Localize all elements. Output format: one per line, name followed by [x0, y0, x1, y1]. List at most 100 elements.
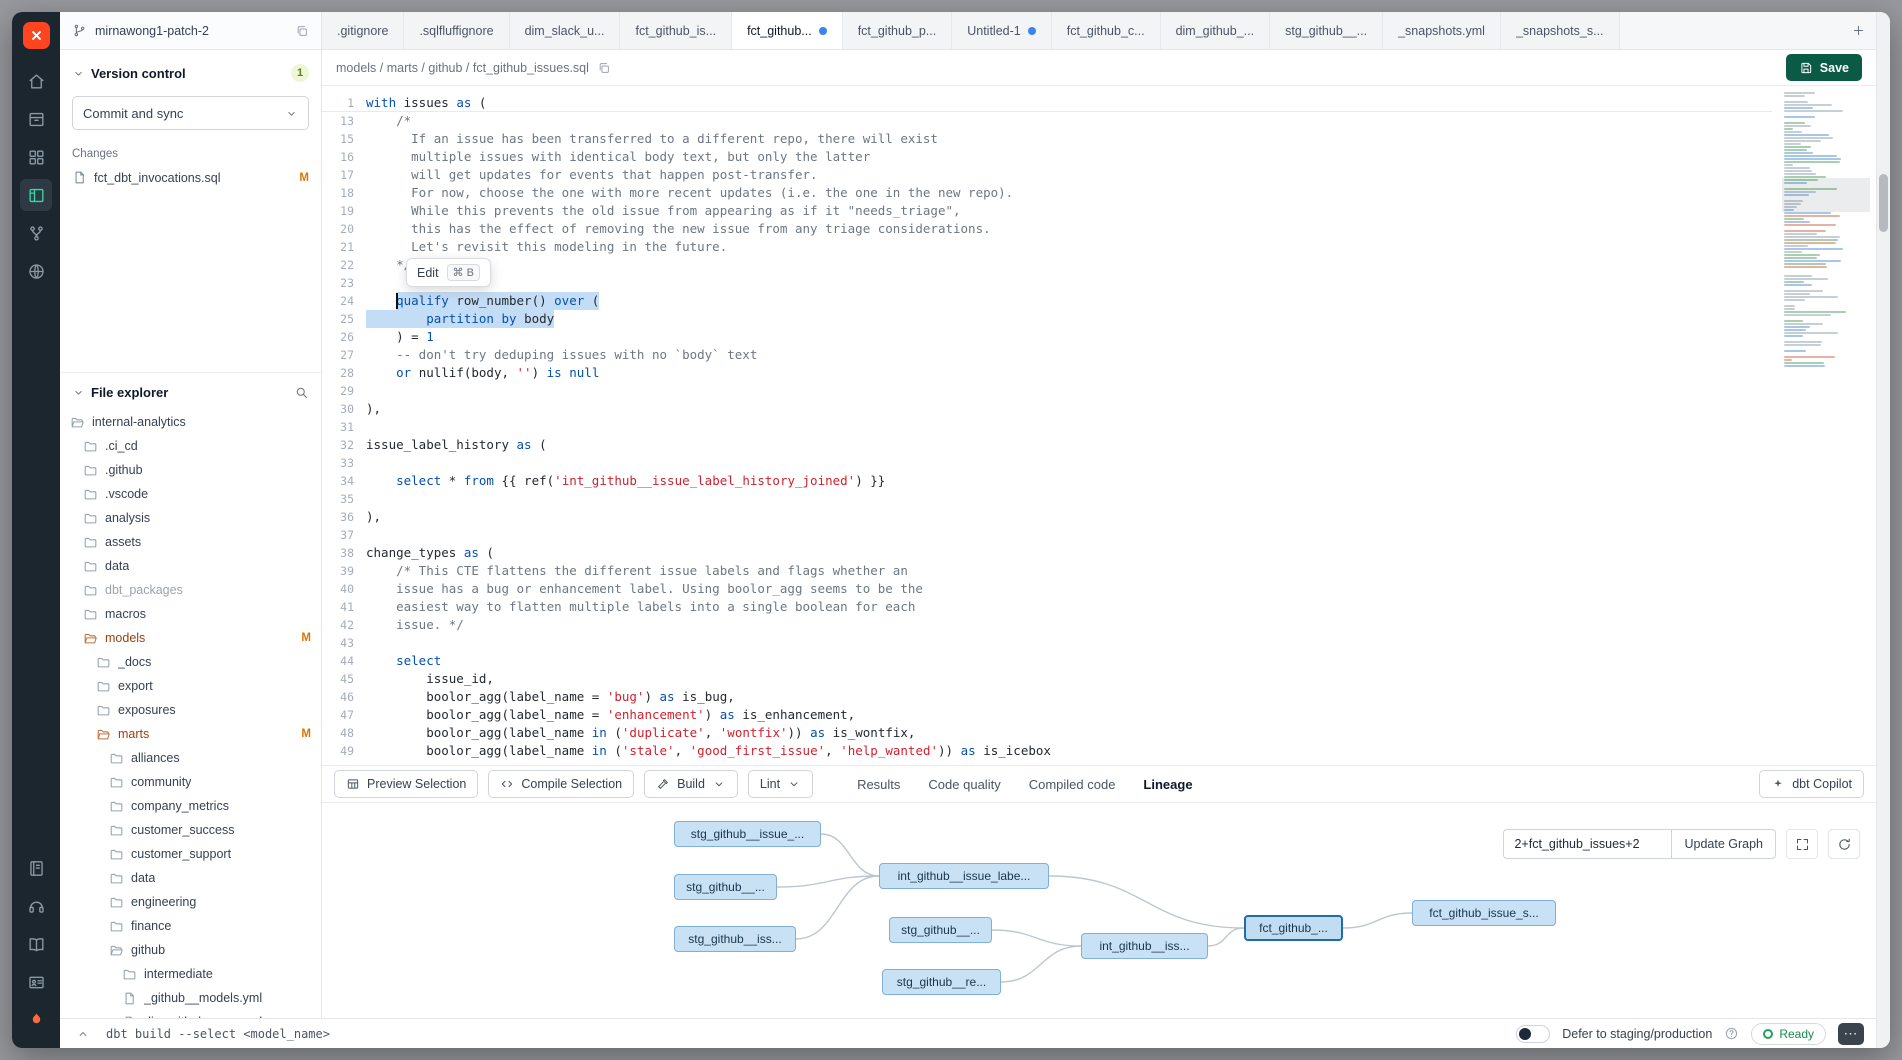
line-content[interactable]: with issues as (	[366, 95, 487, 110]
code-line-22[interactable]: 22 */	[322, 256, 1772, 274]
minimap[interactable]	[1782, 92, 1870, 759]
line-content[interactable]: select * from {{ ref('int_github__issue_…	[396, 473, 886, 488]
line-content[interactable]: qualify row_number() over (	[396, 292, 600, 310]
panel-tab-code-quality[interactable]: Code quality	[928, 776, 1001, 792]
code-line-35[interactable]: 35	[322, 490, 1772, 508]
code-line-40[interactable]: 40 issue has a bug or enhancement label.…	[322, 580, 1772, 598]
tree-item-github[interactable]: .github	[60, 458, 321, 482]
code-line-46[interactable]: 46 boolor_agg(label_name = 'bug') as is_…	[322, 688, 1772, 706]
line-content[interactable]: ) = 1	[366, 329, 434, 344]
dbt-copilot-button[interactable]: dbt Copilot	[1759, 770, 1864, 798]
tree-item-dbt-packages[interactable]: dbt_packages	[60, 578, 321, 602]
code-line-36[interactable]: 36),	[322, 508, 1772, 526]
lineage-node-fct-github-issue-s[interactable]: fct_github_issue_s...	[1412, 900, 1556, 926]
code-line-16[interactable]: 16 multiple issues with identical body t…	[322, 148, 1772, 166]
line-content[interactable]: boolor_agg(label_name in ('stale', 'good…	[366, 743, 1051, 758]
code-line-44[interactable]: 44 select	[322, 652, 1772, 670]
tree-item-dim-github-users-sql[interactable]: dim_github_users.sql	[60, 1010, 321, 1018]
code-line-29[interactable]: 29	[322, 382, 1772, 400]
lineage-node-stg-github[interactable]: stg_github__...	[889, 917, 992, 943]
build-button[interactable]: Build	[644, 770, 738, 798]
editor-tab-sqlfluffignore[interactable]: .sqlfluffignore	[404, 12, 510, 49]
editor-tab-dim-slack-u[interactable]: dim_slack_u...	[509, 12, 621, 49]
line-content[interactable]: issue. */	[366, 617, 464, 632]
line-content[interactable]: select	[396, 653, 442, 668]
code-line-41[interactable]: 41 easiest way to flatten multiple label…	[322, 598, 1772, 616]
chevron-down-icon[interactable]	[72, 67, 85, 80]
expand-command-bar-button[interactable]	[72, 1024, 94, 1044]
code-line-43[interactable]: 43	[322, 634, 1772, 652]
line-content[interactable]: While this prevents the old issue from a…	[366, 203, 961, 218]
chevron-down-icon[interactable]	[72, 386, 85, 399]
fullscreen-button[interactable]	[1786, 829, 1818, 859]
lint-button[interactable]: Lint	[747, 770, 814, 798]
line-content[interactable]: boolor_agg(label_name = 'bug') as is_bug…	[366, 689, 735, 704]
line-content[interactable]: */	[366, 257, 412, 272]
code-line-30[interactable]: 30),	[322, 400, 1772, 418]
overflow-menu-button[interactable]: ⋯	[1838, 1022, 1864, 1045]
code-line-49[interactable]: 49 boolor_agg(label_name in ('stale', 'g…	[322, 742, 1772, 760]
edit-menu-item[interactable]: Edit	[417, 265, 439, 280]
copy-path-icon[interactable]	[597, 61, 611, 75]
code-editor-icon[interactable]	[20, 179, 52, 211]
tree-item-customer-support[interactable]: customer_support	[60, 842, 321, 866]
save-button[interactable]: Save	[1785, 54, 1862, 81]
code-line-20[interactable]: 20 this has the effect of removing the n…	[322, 220, 1772, 238]
new-tab-button[interactable]	[1840, 12, 1876, 49]
preview-selection-button[interactable]: Preview Selection	[334, 770, 479, 798]
code-line-37[interactable]: 37	[322, 526, 1772, 544]
changelog-icon[interactable]	[20, 852, 52, 884]
line-content[interactable]: /* This CTE flattens the different issue…	[366, 563, 908, 578]
dbt-cloud-logo-icon[interactable]	[22, 22, 50, 49]
code-line-21[interactable]: 21 Let's revisit this modeling in the fu…	[322, 238, 1772, 256]
code-line-33[interactable]: 33	[322, 454, 1772, 472]
tree-item-company-metrics[interactable]: company_metrics	[60, 794, 321, 818]
line-content[interactable]: ),	[366, 401, 382, 416]
line-content[interactable]: Let's revisit this modeling in the futur…	[366, 239, 728, 254]
editor-tab-untitled-1[interactable]: Untitled-1	[952, 12, 1052, 49]
explore-icon[interactable]	[20, 255, 52, 287]
defer-toggle[interactable]	[1516, 1024, 1551, 1043]
code-line-24[interactable]: 24 qualify row_number() over (	[322, 292, 1772, 310]
line-content[interactable]: boolor_agg(label_name = 'enhancement') a…	[366, 707, 856, 722]
code-line-48[interactable]: 48 boolor_agg(label_name in ('duplicate'…	[322, 724, 1772, 742]
environments-icon[interactable]	[20, 103, 52, 135]
code-line-45[interactable]: 45 issue_id,	[322, 670, 1772, 688]
edit-context-popup[interactable]: Edit ⌘ B	[406, 258, 491, 287]
copy-branch-icon[interactable]	[295, 24, 309, 38]
tree-item-finance[interactable]: finance	[60, 914, 321, 938]
tree-item-community[interactable]: community	[60, 770, 321, 794]
tree-item-exposures[interactable]: exposures	[60, 698, 321, 722]
tree-item-github[interactable]: github	[60, 938, 321, 962]
tree-item-intermediate[interactable]: intermediate	[60, 962, 321, 986]
changed-file-row[interactable]: fct_dbt_invocations.sql M	[72, 170, 309, 185]
scrollbar-thumb[interactable]	[1879, 174, 1888, 232]
line-content[interactable]: /*	[366, 113, 412, 128]
line-content[interactable]: multiple issues with identical body text…	[366, 149, 871, 164]
line-content[interactable]: If an issue has been transferred to a di…	[366, 131, 938, 146]
window-scrollbar[interactable]	[1876, 12, 1890, 1048]
line-content[interactable]: partition by body	[366, 310, 554, 328]
code-line-25[interactable]: 25 partition by body	[322, 310, 1772, 328]
dbt-flame-icon[interactable]	[20, 1004, 52, 1036]
line-content[interactable]: -- don't try deduping issues with no `bo…	[396, 347, 758, 362]
lineage-node-stg-github-issue[interactable]: stg_github__issue_...	[674, 821, 821, 847]
editor-tab-fct-github-c[interactable]: fct_github_c...	[1051, 12, 1161, 49]
tree-item-alliances[interactable]: alliances	[60, 746, 321, 770]
line-content[interactable]: issue_label_history as (	[366, 437, 547, 452]
line-content[interactable]: ),	[366, 509, 382, 524]
code-line-23[interactable]: 23	[322, 274, 1772, 292]
tree-item-assets[interactable]: assets	[60, 530, 321, 554]
lineage-selector-input[interactable]	[1503, 829, 1672, 859]
tree-item-internal-analytics[interactable]: internal-analytics	[60, 410, 321, 434]
tree-item-ci-cd[interactable]: .ci_cd	[60, 434, 321, 458]
editor-tab-gitignore[interactable]: .gitignore	[322, 12, 405, 49]
panel-tab-compiled-code[interactable]: Compiled code	[1028, 776, 1116, 792]
code-line-15[interactable]: 15 If an issue has been transferred to a…	[322, 130, 1772, 148]
editor-tab-snapshots-yml[interactable]: _snapshots.yml	[1383, 12, 1501, 49]
update-graph-button[interactable]: Update Graph	[1671, 829, 1776, 859]
